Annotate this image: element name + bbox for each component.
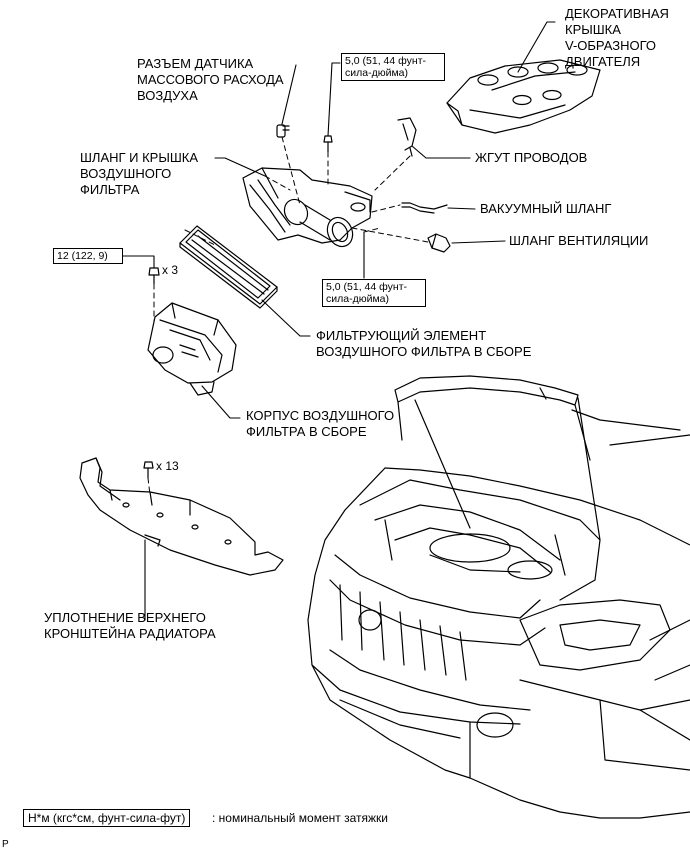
label-vacuum-hose: ВАКУУМНЫЙ ШЛАНГ bbox=[480, 201, 612, 216]
radiator-seal-drawing bbox=[79, 457, 284, 576]
label-line: КРОНШТЕЙНА РАДИАТОРА bbox=[44, 626, 216, 641]
label-line: ВОЗДУШНОГО ФИЛЬТРА В СБОРЕ bbox=[316, 344, 532, 359]
label-line: ДВИГАТЕЛЯ bbox=[565, 54, 641, 69]
count-seal-clips: x 13 bbox=[156, 459, 179, 473]
wire-harness-drawing bbox=[397, 117, 417, 157]
filter-element-drawing bbox=[179, 225, 278, 309]
label-wire-harness: ЖГУТ ПРОВОДОВ bbox=[475, 150, 588, 165]
torque-line: сила-дюйма) bbox=[326, 293, 389, 305]
legend-unit-box: Н*м (кгс*см, фунт-сила-фут) bbox=[23, 809, 191, 827]
label-line: РАЗЪЕМ ДАТЧИКА bbox=[137, 56, 254, 71]
label-line: ФИЛЬТРУЮЩИЙ ЭЛЕМЕНТ bbox=[316, 328, 487, 343]
label-line: ДЕКОРАТИВНАЯ bbox=[565, 6, 669, 21]
torque-box-case: 12 (122, 9) bbox=[53, 248, 123, 264]
bolt-top-drawing bbox=[323, 135, 333, 153]
label-filter-element: ФИЛЬТРУЮЩИЙ ЭЛЕМЕНТ ВОЗДУШНОГО ФИЛЬТРА В… bbox=[316, 328, 531, 360]
label-line: ВОЗДУХА bbox=[137, 88, 198, 103]
torque-box-top: 5,0 (51, 44 фунт- сила-дюйма) bbox=[341, 53, 445, 81]
label-line: КОРПУС ВОЗДУШНОГО bbox=[246, 408, 395, 423]
label-line: МАССОВОГО РАСХОДА bbox=[137, 72, 284, 87]
filter-case-drawing bbox=[147, 302, 237, 396]
count-case-bolts: x 3 bbox=[162, 263, 179, 277]
engine-cover-drawing bbox=[446, 59, 601, 134]
label-line: КРЫШКА bbox=[565, 22, 621, 37]
label-filter-case: КОРПУС ВОЗДУШНОГО ФИЛЬТРА В СБОРЕ bbox=[246, 408, 394, 440]
label-line: УПЛОТНЕНИЕ ВЕРХНЕГО bbox=[44, 610, 206, 625]
torque-line: сила-дюйма) bbox=[345, 67, 408, 79]
vacuum-hose-drawing bbox=[401, 202, 448, 214]
label-line: ФИЛЬТРА В СБОРЕ bbox=[246, 424, 367, 439]
hose-and-cap-drawing bbox=[242, 167, 373, 248]
label-engine-cover: ДЕКОРАТИВНАЯ КРЫШКА V-ОБРАЗНОГО ДВИГАТЕЛ… bbox=[565, 6, 669, 70]
torque-line: 5,0 (51, 44 фунт- bbox=[326, 281, 407, 293]
torque-line: 5,0 (51, 44 фунт- bbox=[345, 55, 426, 67]
legend-text: : номинальный момент затяжки bbox=[212, 811, 388, 825]
label-line: ФИЛЬТРА bbox=[80, 182, 140, 197]
label-line: V-ОБРАЗНОГО bbox=[565, 38, 657, 53]
torque-box-bottom: 5,0 (51, 44 фунт- сила-дюйма) bbox=[322, 279, 426, 307]
label-radiator-seal: УПЛОТНЕНИЕ ВЕРХНЕГО КРОНШТЕЙНА РАДИАТОРА bbox=[44, 610, 216, 642]
ventilation-hose-drawing bbox=[427, 233, 451, 253]
label-ventilation-hose: ШЛАНГ ВЕНТИЛЯЦИИ bbox=[509, 233, 649, 248]
vehicle-drawing bbox=[307, 375, 690, 819]
dashed-guides bbox=[147, 136, 429, 496]
clip-seal-drawing bbox=[143, 461, 154, 479]
label-line: ВОЗДУШНОГО bbox=[80, 166, 172, 181]
leader-lines bbox=[119, 21, 556, 621]
maf-connector-drawing bbox=[276, 124, 290, 138]
bolt-case-drawing bbox=[148, 267, 160, 285]
label-maf-connector: РАЗЪЕМ ДАТЧИКА МАССОВОГО РАСХОДА ВОЗДУХА bbox=[137, 56, 284, 104]
label-hose-and-cap: ШЛАНГ И КРЫШКА ВОЗДУШНОГО ФИЛЬТРА bbox=[80, 150, 198, 198]
corner-mark: P bbox=[2, 839, 9, 850]
label-line: ШЛАНГ И КРЫШКА bbox=[80, 150, 199, 165]
